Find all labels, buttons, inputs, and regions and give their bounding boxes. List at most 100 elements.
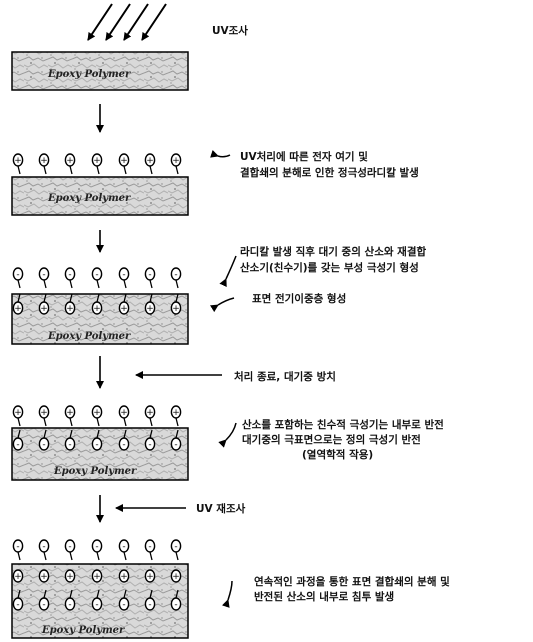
positive-group-inside-7: + xyxy=(170,293,182,315)
svg-text:-: - xyxy=(174,600,177,610)
svg-text:-: - xyxy=(16,600,19,610)
negative-group-inverted-1: - xyxy=(12,429,24,451)
epoxy-label-4: Epoxy Polymer xyxy=(53,466,137,477)
svg-text:+: + xyxy=(120,572,128,582)
svg-text:+: + xyxy=(93,572,101,582)
negative-oxygen-group-1: - xyxy=(12,267,24,289)
step4-line2: 대기중의 극표면으로는 정의 극성기 반전 xyxy=(242,433,421,446)
positive-group-surface-3: + xyxy=(64,405,76,427)
negative-group-surface-5: - xyxy=(118,539,130,561)
svg-text:-: - xyxy=(68,270,71,280)
uv-reirradiation-label: UV 재조사 xyxy=(196,502,246,515)
svg-text:+: + xyxy=(40,156,48,166)
svg-text:-: - xyxy=(174,440,177,450)
negative-group-penetrated-5: - xyxy=(118,589,130,611)
positive-group-inside-2: + xyxy=(38,293,50,315)
negative-group-inverted-7: - xyxy=(170,429,182,451)
svg-text:-: - xyxy=(68,600,71,610)
svg-text:-: - xyxy=(148,600,151,610)
svg-text:-: - xyxy=(174,270,177,280)
positive-group-surface-7: + xyxy=(170,405,182,427)
svg-text:+: + xyxy=(93,304,101,314)
svg-text:+: + xyxy=(66,304,74,314)
positive-radical-2: + xyxy=(38,153,50,175)
epoxy-block-4: Epoxy Polymer xyxy=(11,427,189,481)
svg-text:+: + xyxy=(146,304,154,314)
svg-text:+: + xyxy=(14,156,22,166)
epoxy-block-3: Epoxy Polymer xyxy=(11,293,189,345)
step3-label: 처리 종료, 대기중 방치 xyxy=(234,370,336,383)
svg-text:+: + xyxy=(93,156,101,166)
step5-line2: 반전된 산소의 내부로 침투 발생 xyxy=(254,590,394,603)
negative-group-penetrated-7: - xyxy=(170,589,182,611)
svg-text:-: - xyxy=(42,600,45,610)
negative-oxygen-group-4: - xyxy=(91,267,103,289)
negative-group-surface-1: - xyxy=(12,539,24,561)
step2-line3: 표면 전기이중층 형성 xyxy=(252,292,346,305)
svg-text:+: + xyxy=(40,572,48,582)
epoxy-label-5: Epoxy Polymer xyxy=(41,625,125,636)
svg-text:-: - xyxy=(42,270,45,280)
svg-text:+: + xyxy=(146,156,154,166)
svg-text:+: + xyxy=(66,156,74,166)
svg-text:-: - xyxy=(16,440,19,450)
svg-text:+: + xyxy=(93,408,101,418)
svg-text:-: - xyxy=(148,542,151,552)
positive-group-inside-1: + xyxy=(12,569,24,583)
positive-group-inside-2: + xyxy=(38,569,50,583)
callout-pointer-1 xyxy=(210,149,231,158)
svg-text:-: - xyxy=(68,542,71,552)
positive-radical-7: + xyxy=(170,153,182,175)
svg-text:+: + xyxy=(172,156,180,166)
step4-line1: 산소를 포함하는 친수적 극성기는 내부로 반전 xyxy=(242,418,444,431)
negative-group-penetrated-2: - xyxy=(38,589,50,611)
epoxy-block-1: Epoxy Polymer xyxy=(11,51,189,91)
positive-group-inside-5: + xyxy=(118,569,130,583)
positive-group-surface-6: + xyxy=(144,405,156,427)
svg-text:+: + xyxy=(172,304,180,314)
negative-group-inverted-4: - xyxy=(91,429,103,451)
charge-row-5: ------- xyxy=(12,539,182,561)
svg-text:-: - xyxy=(122,600,125,610)
svg-text:-: - xyxy=(122,440,125,450)
svg-text:+: + xyxy=(120,408,128,418)
positive-group-surface-4: + xyxy=(91,405,103,427)
svg-text:-: - xyxy=(42,542,45,552)
negative-oxygen-group-7: - xyxy=(170,267,182,289)
negative-group-inverted-3: - xyxy=(64,429,76,451)
svg-text:+: + xyxy=(172,408,180,418)
negative-group-inverted-5: - xyxy=(118,429,130,451)
negative-group-surface-7: - xyxy=(170,539,182,561)
svg-text:-: - xyxy=(95,440,98,450)
step2-line1: 라디칼 발생 직후 대기 중의 산소와 재결합 xyxy=(240,245,426,258)
charge-row-2: ------- xyxy=(12,267,182,289)
positive-group-inside-6: + xyxy=(144,569,156,583)
positive-group-inside-6: + xyxy=(144,293,156,315)
negative-group-inverted-2: - xyxy=(38,429,50,451)
callout-pointer-3 xyxy=(209,297,235,313)
svg-text:+: + xyxy=(40,304,48,314)
svg-text:+: + xyxy=(146,408,154,418)
callout-pointer-4 xyxy=(218,422,237,448)
negative-oxygen-group-5: - xyxy=(118,267,130,289)
positive-group-inside-4: + xyxy=(91,569,103,583)
svg-text:+: + xyxy=(40,408,48,418)
negative-group-surface-3: - xyxy=(64,539,76,561)
negative-oxygen-group-6: - xyxy=(144,267,156,289)
negative-oxygen-group-2: - xyxy=(38,267,50,289)
epoxy-label-2: Epoxy Polymer xyxy=(47,193,131,204)
epoxy-label-1: Epoxy Polymer xyxy=(47,69,131,80)
svg-text:+: + xyxy=(14,304,22,314)
charge-row-5-inside-a: +++++++ xyxy=(12,569,182,583)
uv-rays xyxy=(87,3,167,41)
positive-group-inside-4: + xyxy=(91,293,103,315)
uv-irradiation-label: UV조사 xyxy=(212,24,248,37)
positive-group-inside-5: + xyxy=(118,293,130,315)
positive-radical-6: + xyxy=(144,153,156,175)
step1-line2: 결합쇄의 분해로 인한 정극성라디칼 발생 xyxy=(240,166,419,179)
svg-text:+: + xyxy=(14,572,22,582)
svg-text:+: + xyxy=(66,408,74,418)
negative-group-penetrated-1: - xyxy=(12,589,24,611)
epoxy-block-2: Epoxy Polymer xyxy=(11,176,189,216)
